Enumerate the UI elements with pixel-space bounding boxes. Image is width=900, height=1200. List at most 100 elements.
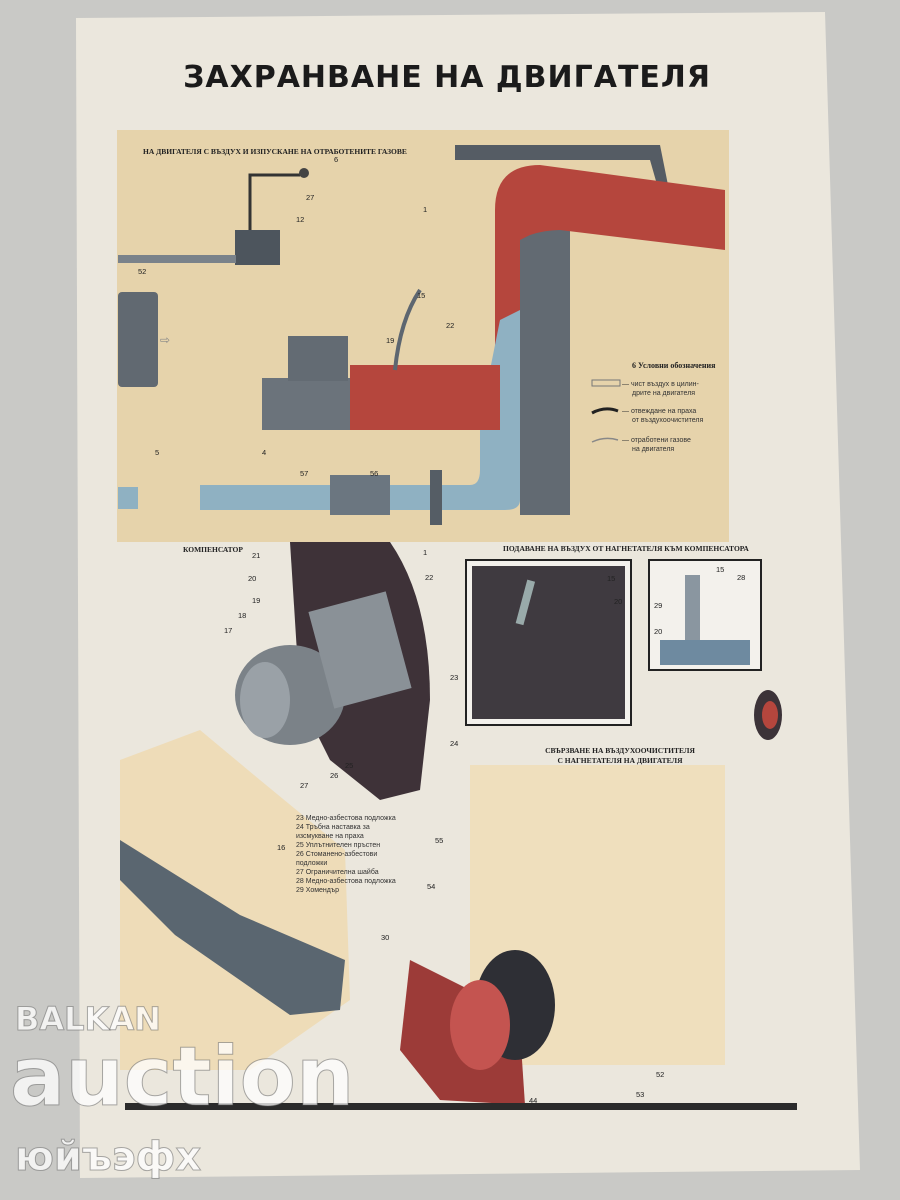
- tube-15: [393, 288, 422, 371]
- engine-outlet: [262, 378, 350, 430]
- parts-list-item: 29 Хомендър: [296, 887, 339, 894]
- watermark-line: auction: [10, 1030, 354, 1125]
- callout: 20: [614, 597, 622, 606]
- callout: 1: [423, 548, 427, 557]
- sensor-wire: [248, 173, 300, 230]
- callout: 15: [716, 565, 724, 574]
- parts-list-item: 23 Медно-азбестова подложка: [296, 814, 396, 822]
- callout: 52: [138, 267, 146, 276]
- callout: 24: [450, 739, 458, 748]
- parts-list-item: подложки: [296, 860, 327, 867]
- callout: 18: [238, 611, 246, 620]
- hose-opening: [450, 980, 510, 1070]
- compensator-caption: КОМПЕНСАТОР: [183, 545, 243, 554]
- exhaust-pipe: [495, 165, 725, 390]
- nozzle: [515, 579, 536, 626]
- watermark-line: юйъэфх: [15, 1134, 201, 1180]
- air-cleaner: [118, 292, 158, 387]
- compensator-section: КОМПЕНСАТОР 21 1 20 22 19 18 17 23 24 25…: [183, 542, 458, 800]
- parts-list-item: 25 Уплътнителен пръстен: [296, 842, 380, 849]
- flange: [430, 470, 442, 525]
- legend: 6 Условни обозначения — чист въздух в ци…: [591, 361, 716, 453]
- parts-list-item: изсмукване на праха: [296, 833, 364, 840]
- callout: 22: [446, 321, 454, 330]
- legend-item: на двигателя: [632, 446, 674, 453]
- exhaust-arrow-icon: [591, 437, 619, 443]
- callout: 44: [529, 1096, 537, 1105]
- exhaust-manifold: [350, 365, 500, 430]
- parts-list-item: 24 Тръбна наставка за: [296, 823, 370, 831]
- air-pipe: [200, 310, 520, 510]
- detail-base: [660, 640, 750, 665]
- clean-air-arrow-icon: [591, 379, 621, 387]
- legend-item: дрите на двигателя: [632, 390, 695, 397]
- air-supply-photo-left-fill: [472, 566, 625, 719]
- air-supply-section: ПОДАВАНЕ НА ВЪЗДУХ ОТ НАГНЕТАТЕЛЯ КЪМ КО…: [465, 544, 782, 740]
- compensator-bore: [240, 662, 290, 738]
- callout: 16: [277, 843, 285, 852]
- parts-list-item: 26 Стоманено-азбестови: [296, 850, 377, 858]
- duct-16: [120, 840, 345, 1015]
- callout: 28: [737, 573, 745, 582]
- callout: 55: [435, 836, 443, 845]
- poster-title: ЗАХРАНВАНЕ НА ДВИГАТЕЛЯ: [183, 60, 711, 95]
- beam: [455, 145, 670, 195]
- connection-caption: СВЪРЗВАНЕ НА ВЪЗДУХООЧИСТИТЕЛЯ: [545, 746, 695, 755]
- edge-fragment-red: [762, 701, 778, 729]
- callout: 26: [330, 771, 338, 780]
- callout: 6: [334, 155, 338, 164]
- engine-block: [288, 336, 348, 381]
- sensor-pipe: [118, 255, 236, 263]
- watermark: BALKAN auction юйъэфх: [10, 1000, 355, 1181]
- callout: 21: [252, 551, 260, 560]
- legend-item: — отработени газове: [622, 436, 691, 444]
- vertical-post: [520, 215, 570, 515]
- bottom-rule: [125, 1103, 797, 1110]
- callout: 19: [252, 596, 260, 605]
- arrow-clean-air: ⇨: [160, 333, 170, 347]
- parts-list-item: 28 Медно-азбестова подложка: [296, 877, 396, 885]
- callout: 23: [450, 673, 458, 682]
- callout: 15: [417, 291, 425, 300]
- callout: 54: [427, 882, 435, 891]
- callout: 30: [381, 933, 389, 942]
- parts-list: 23 Медно-азбестова подложка 24 Тръбна на…: [296, 814, 396, 894]
- callout: 15: [607, 574, 615, 583]
- legend-item: — чист въздух в цилин-: [622, 381, 700, 388]
- parts-list-item: 27 Ограничителна шайба: [296, 868, 379, 876]
- callout: 4: [262, 448, 266, 457]
- callout: 22: [425, 573, 433, 582]
- legend-item: от въздухоочистителя: [632, 417, 703, 424]
- callout: 12: [296, 215, 304, 224]
- dust-arrow-icon: [591, 407, 619, 415]
- connection-section: СВЪРЗВАНЕ НА ВЪЗДУХООЧИСТИТЕЛЯ С НАГНЕТА…: [120, 746, 695, 1105]
- callout: 27: [306, 193, 314, 202]
- connection-caption: С НАГНЕТАТЕЛЯ НА ДВИГАТЕЛЯ: [557, 756, 683, 765]
- callout: 20: [654, 627, 662, 636]
- callout: 1: [423, 205, 427, 214]
- sensor-body: [235, 230, 280, 265]
- callout: 52: [656, 1070, 664, 1079]
- legend-item: — отвеждане на праха: [622, 408, 696, 415]
- air-pipe-stub: [118, 487, 138, 509]
- legend-heading: 6 Условни обозначения: [632, 361, 716, 370]
- air-supply-caption: ПОДАВАНЕ НА ВЪЗДУХ ОТ НАГНЕТАТЕЛЯ КЪМ КО…: [503, 544, 749, 553]
- sensor-tip: [299, 168, 309, 178]
- callout: 29: [654, 601, 662, 610]
- coupling: [330, 475, 390, 515]
- callout: 53: [636, 1090, 644, 1099]
- callout: 19: [386, 336, 394, 345]
- callout: 5: [155, 448, 159, 457]
- callout: 20: [248, 574, 256, 583]
- callout: 56: [370, 469, 378, 478]
- watermark-line: BALKAN: [15, 1000, 161, 1038]
- detail-stem: [685, 575, 700, 640]
- compensator-body: [308, 591, 412, 709]
- callout: 27: [300, 781, 308, 790]
- callout: 57: [300, 469, 308, 478]
- callout: 17: [224, 626, 232, 635]
- top-panel-caption: НА ДВИГАТЕЛЯ С ВЪЗДУХ И ИЗПУСКАНЕ НА ОТР…: [143, 147, 407, 156]
- callout: 25: [345, 761, 353, 770]
